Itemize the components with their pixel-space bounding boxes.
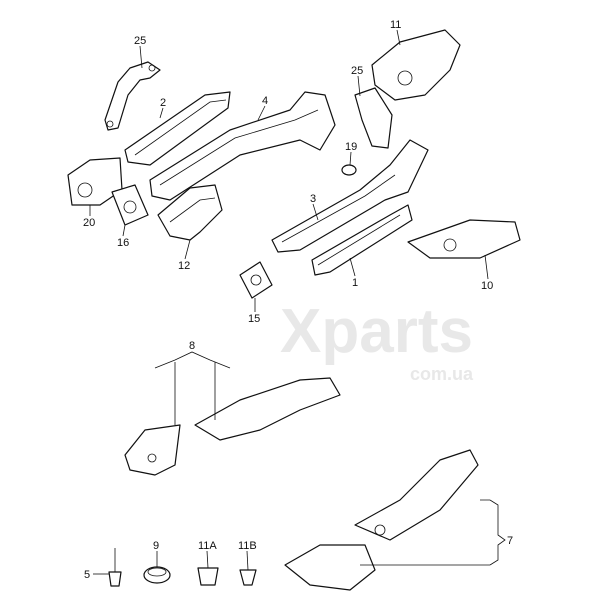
part-11a-clip[interactable] — [197, 567, 219, 586]
callout-11: 11 — [390, 19, 401, 31]
callout-8: 8 — [189, 340, 195, 352]
watermark-brand: Xparts — [280, 297, 473, 366]
part-2-rail[interactable] — [124, 91, 231, 166]
callout-7: 7 — [507, 535, 513, 547]
part-10-panel[interactable] — [407, 219, 521, 259]
part-16-plate[interactable] — [111, 184, 149, 226]
callout-19: 19 — [345, 141, 357, 153]
leader-lines — [89, 29, 506, 575]
part-1-sill[interactable] — [311, 204, 413, 276]
callout-2: 2 — [160, 97, 166, 109]
callout-11b: 11B — [238, 540, 257, 552]
callout-10: 10 — [481, 280, 493, 292]
part-8-assembly[interactable] — [124, 377, 341, 476]
callout-11a: 11A — [198, 540, 217, 552]
part-15-plate[interactable] — [239, 261, 273, 299]
callout-3: 3 — [310, 193, 316, 205]
callout-25: 25 — [134, 35, 146, 47]
part-25-bracket-right[interactable] — [354, 87, 393, 149]
part-7-assembly[interactable] — [284, 449, 479, 591]
part-3-rail[interactable] — [271, 139, 429, 253]
part-9-grommet[interactable] — [143, 566, 171, 584]
part-11b-clip[interactable] — [239, 569, 257, 586]
callout-5: 5 — [84, 569, 90, 581]
part-19-plug[interactable] — [341, 164, 357, 176]
callout-15: 15 — [248, 313, 260, 325]
part-11-panel[interactable] — [371, 29, 461, 101]
callout-4: 4 — [262, 95, 268, 107]
part-5-rivet[interactable] — [108, 548, 122, 587]
callout-1: 1 — [352, 277, 358, 289]
part-12-bracket[interactable] — [157, 184, 223, 241]
callout-12: 12 — [178, 260, 190, 272]
callout-20: 20 — [83, 217, 95, 229]
callout-9: 9 — [153, 540, 159, 552]
part-4-longitudinal-member[interactable] — [149, 91, 336, 201]
part-25-bracket[interactable] — [104, 61, 161, 131]
callout-16: 16 — [117, 237, 129, 249]
watermark-domain: com.ua — [410, 364, 474, 384]
callout-25-right: 25 — [351, 65, 363, 77]
